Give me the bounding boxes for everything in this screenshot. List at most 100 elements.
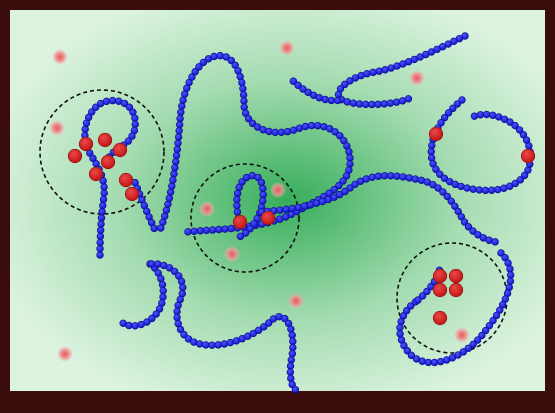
chain-bead	[289, 337, 297, 346]
chain-bead	[170, 170, 178, 178]
chain-bead	[172, 157, 180, 166]
chain-bead	[98, 207, 106, 216]
chain-bead	[288, 204, 296, 213]
chain-bead	[259, 184, 267, 193]
crosslink-node-16	[448, 282, 464, 298]
chain-bead	[427, 147, 435, 156]
chain-bead	[164, 200, 172, 208]
chain-bead	[405, 174, 413, 182]
chain-bead	[216, 51, 224, 60]
chain-bead	[432, 165, 440, 174]
chain-bead	[89, 154, 97, 163]
chain-bead	[481, 326, 490, 335]
chain-bead	[458, 96, 466, 104]
crosslink-node-13	[432, 268, 448, 284]
chain-bead	[124, 137, 133, 145]
chain-bead	[246, 225, 254, 233]
chain-bead	[97, 214, 106, 222]
chain-bead	[485, 321, 494, 330]
chain-bead	[304, 88, 312, 97]
chain-bead	[166, 188, 175, 196]
free-particle-5	[270, 182, 286, 198]
chain-bead	[436, 170, 444, 178]
chain-bead	[463, 184, 471, 192]
free-particle-4	[49, 120, 65, 136]
chain-bead	[179, 283, 187, 292]
chain-bead	[469, 227, 477, 235]
chain-bead	[92, 103, 100, 111]
chain-bead	[180, 330, 188, 339]
chain-bead	[238, 78, 246, 87]
chain-bead	[178, 102, 186, 110]
chain-bead	[506, 277, 515, 285]
chain-bead	[241, 229, 250, 237]
chain-bead	[307, 121, 316, 130]
chain-bead	[276, 206, 284, 214]
chain-bead	[402, 306, 411, 315]
chain-bead	[407, 351, 416, 360]
chain-bead	[240, 97, 248, 105]
chain-bead	[265, 319, 273, 327]
chain-bead	[375, 67, 383, 75]
chain-bead	[238, 178, 246, 186]
chain-bead	[265, 127, 273, 136]
chain-bead	[396, 330, 404, 338]
chain-bead	[215, 225, 223, 234]
chain-bead	[519, 131, 528, 139]
chain-bead	[96, 232, 105, 241]
chain-bead	[396, 323, 404, 332]
chain-bead	[171, 164, 179, 172]
chain-bead	[427, 154, 436, 162]
chain-bead	[159, 287, 167, 295]
crosslink-node-2	[78, 136, 94, 152]
chain-bead	[399, 173, 407, 181]
chain-bead	[168, 182, 176, 190]
chain-bead	[418, 292, 427, 300]
chain-bead	[254, 326, 263, 334]
chain-bead	[184, 228, 192, 236]
chain-bead	[128, 132, 136, 140]
chain-bead	[346, 184, 354, 192]
chain-bead	[491, 238, 499, 246]
chain-bead	[460, 218, 469, 226]
crosslink-node-3	[97, 132, 113, 148]
chain-bead	[516, 176, 525, 184]
free-particle-10	[57, 346, 73, 362]
chain-bead	[336, 132, 344, 140]
chain-bead	[102, 97, 111, 106]
chain-bead	[162, 206, 171, 215]
chain-bead	[331, 128, 339, 136]
chain-bead	[239, 91, 248, 99]
chain-bead	[453, 100, 461, 108]
chain-bead	[97, 220, 105, 228]
free-particle-1	[52, 49, 68, 65]
chain-bead	[496, 306, 504, 314]
chain-bead	[176, 325, 185, 334]
chain-bead	[444, 109, 453, 117]
chain-bead	[489, 111, 497, 120]
polymer-chain-5	[119, 260, 300, 394]
chain-bead	[335, 181, 343, 190]
chain-bead	[154, 260, 162, 268]
chain-bead	[177, 108, 185, 116]
chain-bead	[208, 341, 216, 349]
chain-bead	[374, 172, 383, 180]
chain-bead	[412, 355, 421, 363]
chain-bead	[301, 122, 310, 131]
chain-bead	[341, 80, 349, 89]
chain-bead	[403, 347, 412, 355]
chain-bead	[158, 280, 167, 289]
chain-bead	[380, 100, 388, 108]
chain-bead	[169, 176, 177, 184]
chain-bead	[289, 77, 298, 85]
chain-bead	[381, 66, 389, 74]
chain-bead	[175, 127, 183, 135]
chain-bead	[176, 114, 184, 123]
crosslink-node-10	[260, 210, 276, 226]
chain-bead	[175, 120, 184, 129]
chain-bead	[173, 145, 182, 154]
free-particle-7	[224, 246, 240, 262]
chain-bead	[511, 179, 519, 188]
chain-bead	[342, 172, 351, 180]
chain-bead	[287, 325, 295, 333]
